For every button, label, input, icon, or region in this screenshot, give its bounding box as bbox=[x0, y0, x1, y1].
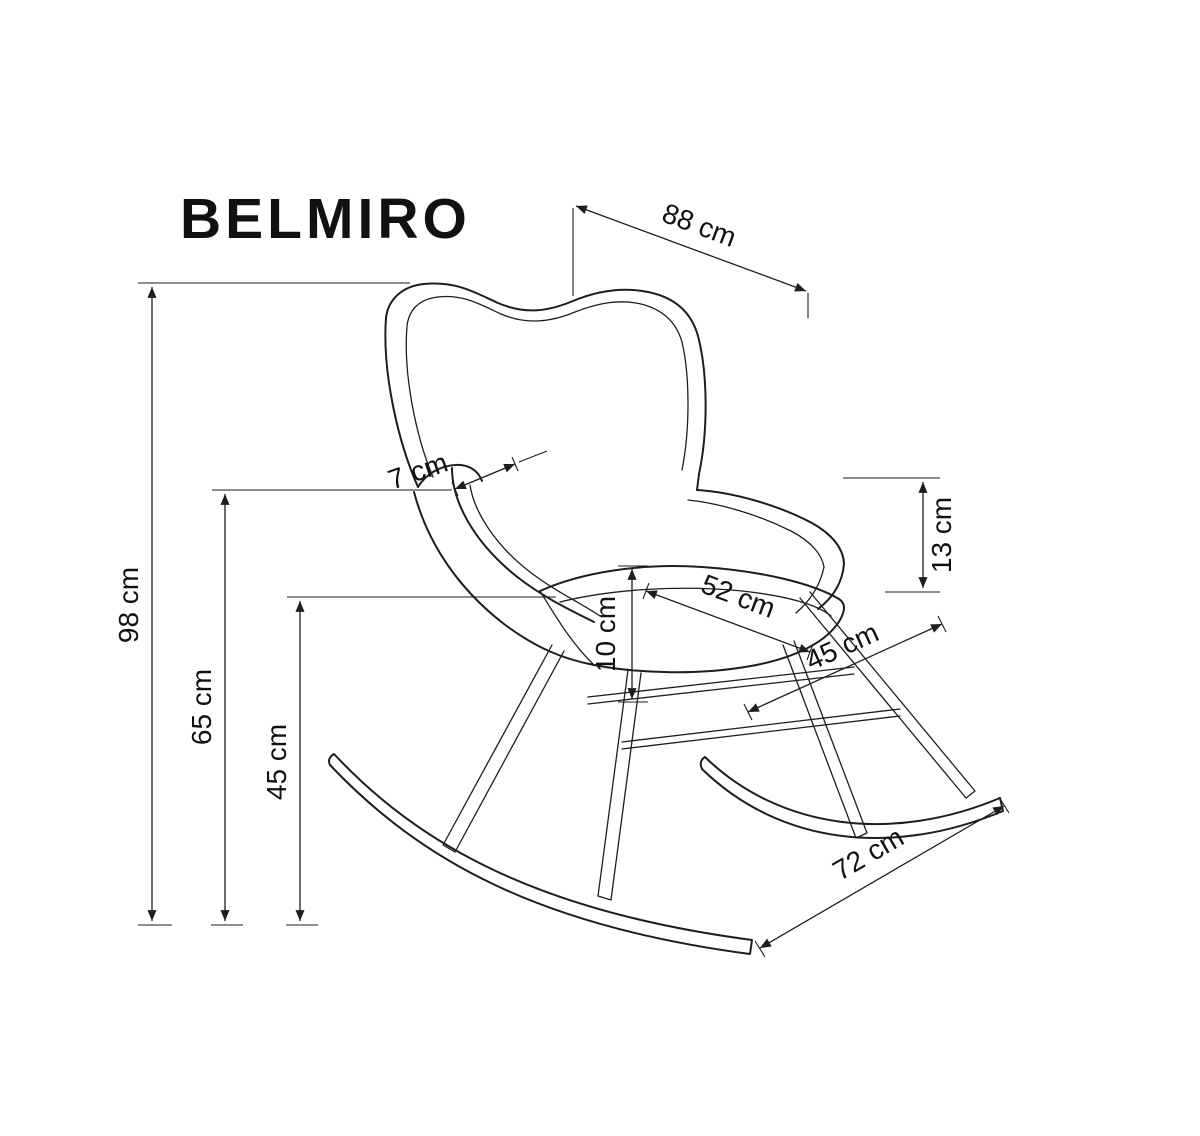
dim-wing-depth-tick-left bbox=[451, 481, 459, 497]
product-title: BELMIRO bbox=[180, 187, 471, 251]
seat-left-edge bbox=[539, 590, 595, 666]
dim-rocker-length-tick-left bbox=[754, 940, 766, 958]
dim-seat-width-tick-left bbox=[642, 582, 650, 600]
dim-seat-depth-line bbox=[747, 623, 943, 713]
label-cushion-thickness: 10 cm bbox=[590, 596, 621, 672]
backrest-outline bbox=[384, 282, 707, 491]
rocking-chair-drawing bbox=[328, 282, 1004, 955]
right-arm-front bbox=[817, 562, 845, 610]
label-seat-width: 52 cm bbox=[697, 568, 779, 624]
rocker-left bbox=[328, 753, 753, 955]
left-armrest-inner bbox=[469, 484, 601, 617]
stretcher-rear bbox=[621, 708, 901, 750]
dim-back-width-line bbox=[575, 205, 807, 292]
backrest-seam bbox=[405, 295, 689, 478]
dim-rocker-length-tick-right bbox=[998, 796, 1010, 814]
dim-wing-depth-line bbox=[454, 463, 516, 490]
leg-front-left bbox=[442, 644, 565, 853]
dimension-lines bbox=[138, 205, 1010, 958]
left-armrest-outer bbox=[451, 467, 595, 623]
leg-rear-left bbox=[597, 669, 642, 901]
label-back-width: 88 cm bbox=[658, 197, 740, 253]
leg-rear-right bbox=[799, 591, 976, 799]
right-armrest-outer bbox=[696, 489, 845, 564]
left-shell-side bbox=[413, 491, 595, 666]
dim-wing-depth-ext bbox=[518, 450, 548, 463]
label-rocker-length: 72 cm bbox=[827, 821, 908, 886]
label-wing-depth: 7 cm bbox=[384, 446, 451, 495]
label-seat-height: 45 cm bbox=[261, 724, 292, 800]
dim-seat-depth-tick-right bbox=[937, 615, 947, 633]
label-seat-depth: 45 cm bbox=[801, 616, 883, 676]
label-total-height: 98 cm bbox=[113, 567, 144, 643]
seat-top-edge bbox=[539, 565, 840, 600]
label-arm-to-seat: 13 cm bbox=[926, 497, 957, 573]
dim-wing-depth-tick-right bbox=[511, 456, 519, 472]
dim-rocker-length-line bbox=[759, 805, 1005, 949]
label-armrest-height: 65 cm bbox=[186, 669, 217, 745]
right-armrest-inner bbox=[687, 499, 825, 568]
dimension-labels: 88 cm 98 cm 65 cm 45 cm 13 cm 7 cm 10 cm… bbox=[113, 197, 957, 886]
dim-seat-depth-tick-left bbox=[743, 703, 753, 721]
